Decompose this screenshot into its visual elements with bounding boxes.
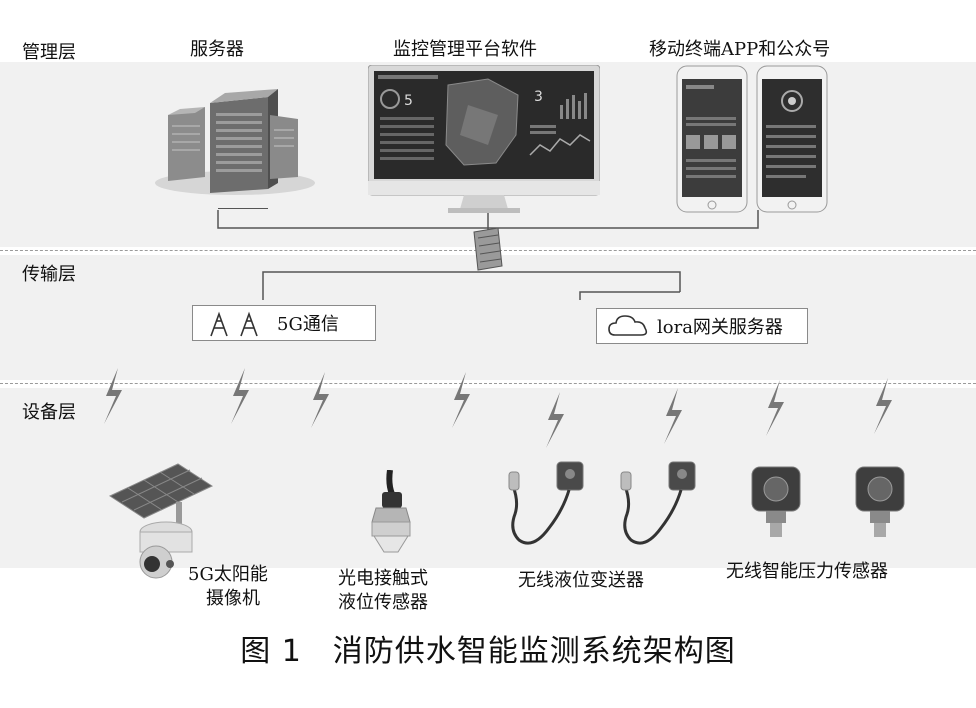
- lora-gateway-box: lora网关服务器: [596, 308, 808, 344]
- platform-label: 监控管理平台软件: [393, 39, 537, 60]
- cloud-icon: [608, 315, 648, 336]
- device-layer-label: 设备层: [22, 402, 76, 423]
- level-transmitter-icon-1: [508, 461, 584, 545]
- lora-gateway-label: lora网关服务器: [657, 317, 783, 338]
- phone-icon-1: [676, 65, 748, 213]
- 5g-communication-box: 5G通信: [192, 305, 376, 341]
- phone-icon-2: [756, 65, 828, 213]
- transmission-layer-band: [0, 255, 976, 380]
- camera-label-line2: 摄像机: [206, 588, 260, 609]
- pressure-sensor-icon-2: [855, 466, 905, 537]
- gateway-router-icon: [473, 228, 503, 271]
- 5g-communication-label: 5G通信: [277, 314, 339, 335]
- server-icon: [155, 89, 315, 195]
- optical-sensor-label-line2: 液位传感器: [338, 592, 428, 613]
- mobile-label: 移动终端APP和公众号: [649, 39, 831, 60]
- platform-screen-value: 5: [404, 93, 413, 109]
- management-layer-label: 管理层: [22, 42, 76, 63]
- figure-caption: 图 1 消防供水智能监测系统架构图: [240, 634, 736, 669]
- level-transmitter-label: 无线液位变送器: [518, 570, 644, 591]
- layer-divider-2: [0, 383, 976, 384]
- 5g-tower-icon: [210, 311, 258, 337]
- optical-sensor-label-line1: 光电接触式: [338, 568, 428, 589]
- platform-screen-value-2: 3: [534, 89, 543, 105]
- transmission-layer-label: 传输层: [22, 264, 76, 285]
- optical-level-sensor-icon: [371, 470, 411, 553]
- solar-camera-icon: [108, 463, 214, 579]
- level-transmitter-icon-2: [620, 461, 696, 545]
- camera-label-line1: 5G太阳能: [188, 564, 268, 585]
- pressure-sensor-icon-1: [751, 466, 801, 537]
- server-base-line: [218, 208, 268, 209]
- server-label: 服务器: [190, 39, 244, 60]
- pressure-sensor-label: 无线智能压力传感器: [726, 561, 888, 582]
- monitor-icon: 5 3: [368, 65, 600, 213]
